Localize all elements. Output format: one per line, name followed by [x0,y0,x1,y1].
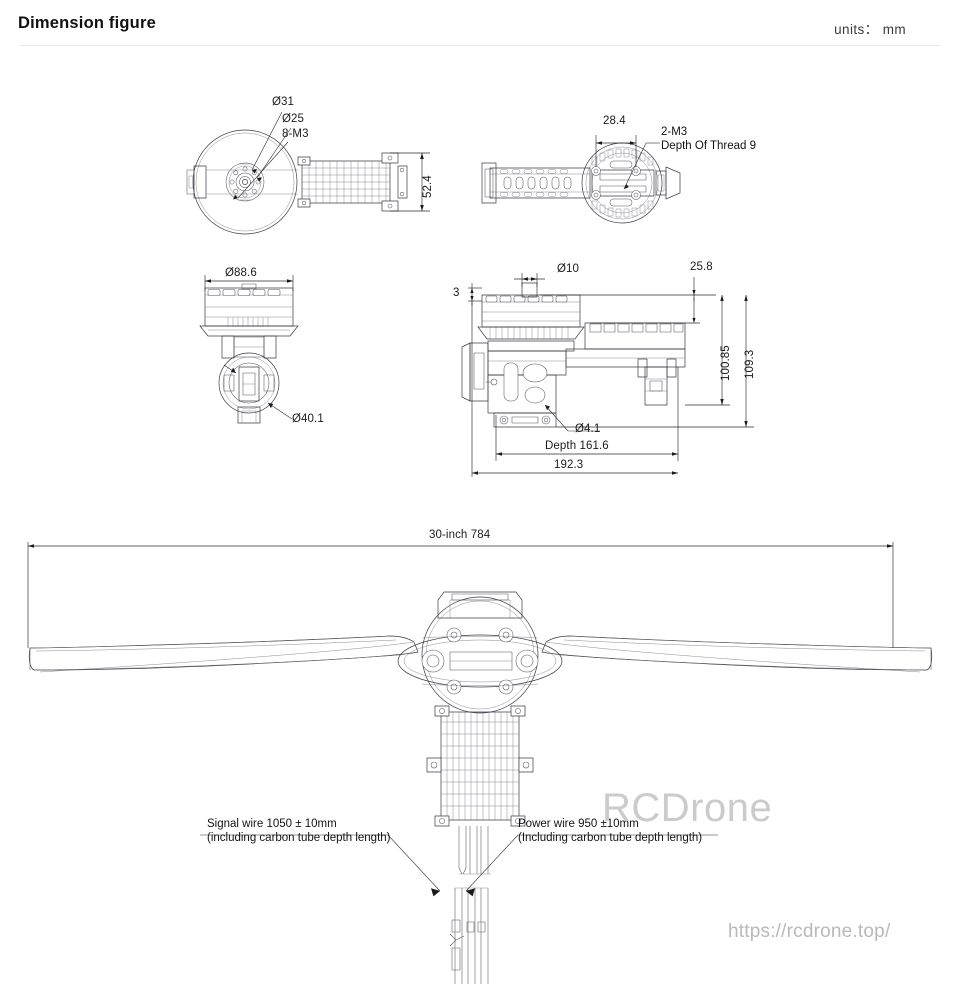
dim-28-4: 28.4 [603,115,626,127]
propeller-assembly-drawing [27,542,933,984]
note-signal-wire-line2: (including carbon tube depth length) [207,832,391,844]
dim-d4-1: Ø4.1 [575,423,601,435]
view-motor-side: Ø88.6 Ø40.1 [180,255,400,440]
note-signal-wire-line1: Signal wire 1050 ± 10mm [207,818,337,830]
assembly-side-drawing [461,273,754,477]
dim-d25: Ø25 [282,113,305,125]
dim-d40-1: Ø40.1 [292,413,324,425]
view-motor-front: Ø31 Ø25 8-M3 52.4 [160,90,450,250]
dim-109-3: 109.3 [744,349,756,379]
dim-d31: Ø31 [272,96,295,108]
motor-side-drawing [199,275,299,424]
page-header: Dimension figure units： mm [0,0,961,46]
dim-25-8: 25.8 [690,261,713,273]
brand-watermark: RCDrone [602,786,773,830]
view-arm-top: 28.4 2-M3 Depth Of Thread 9 [460,95,790,245]
motor-front-drawing [186,111,430,235]
dim-192-3: 192.3 [554,459,584,471]
note-2m3-line2: Depth Of Thread 9 [661,140,757,152]
dim-100-85: 100.85 [720,345,732,381]
dim-d10: Ø10 [557,263,580,275]
units-label: units： mm [834,22,906,37]
dim-52-4: 52.4 [422,175,434,198]
dim-d88-6: Ø88.6 [225,267,257,279]
dim-depth-161-6: Depth 161.6 [545,440,609,452]
note-signal-wire: Signal wire 1050 ± 10mm (including carbo… [207,817,391,845]
view-propeller-assembly: 30-inch 784 Signal wire 1050 ± 10mm (inc… [0,520,961,985]
note-2m3: 2-M3 Depth Of Thread 9 [661,125,756,153]
dim-8m3: 8-M3 [282,128,309,140]
header-divider [20,45,940,46]
note-2m3-line1: 2-M3 [661,126,688,138]
dim-3: 3 [453,287,460,299]
note-power-wire-line2: (Including carbon tube depth length) [518,832,703,844]
dim-span-784: 30-inch 784 [429,529,491,541]
view-assembly-side: Ø10 3 25.8 Ø4.1 100.85 109.3 Depth 161.6… [450,255,780,490]
site-url-watermark: https://rcdrone.top/ [728,921,891,942]
note-power-wire: Power wire 950 ±10mm (Including carbon t… [518,817,702,845]
arm-top-drawing [481,135,681,224]
note-power-wire-line1: Power wire 950 ±10mm [518,818,639,830]
page-title: Dimension figure [18,14,156,32]
